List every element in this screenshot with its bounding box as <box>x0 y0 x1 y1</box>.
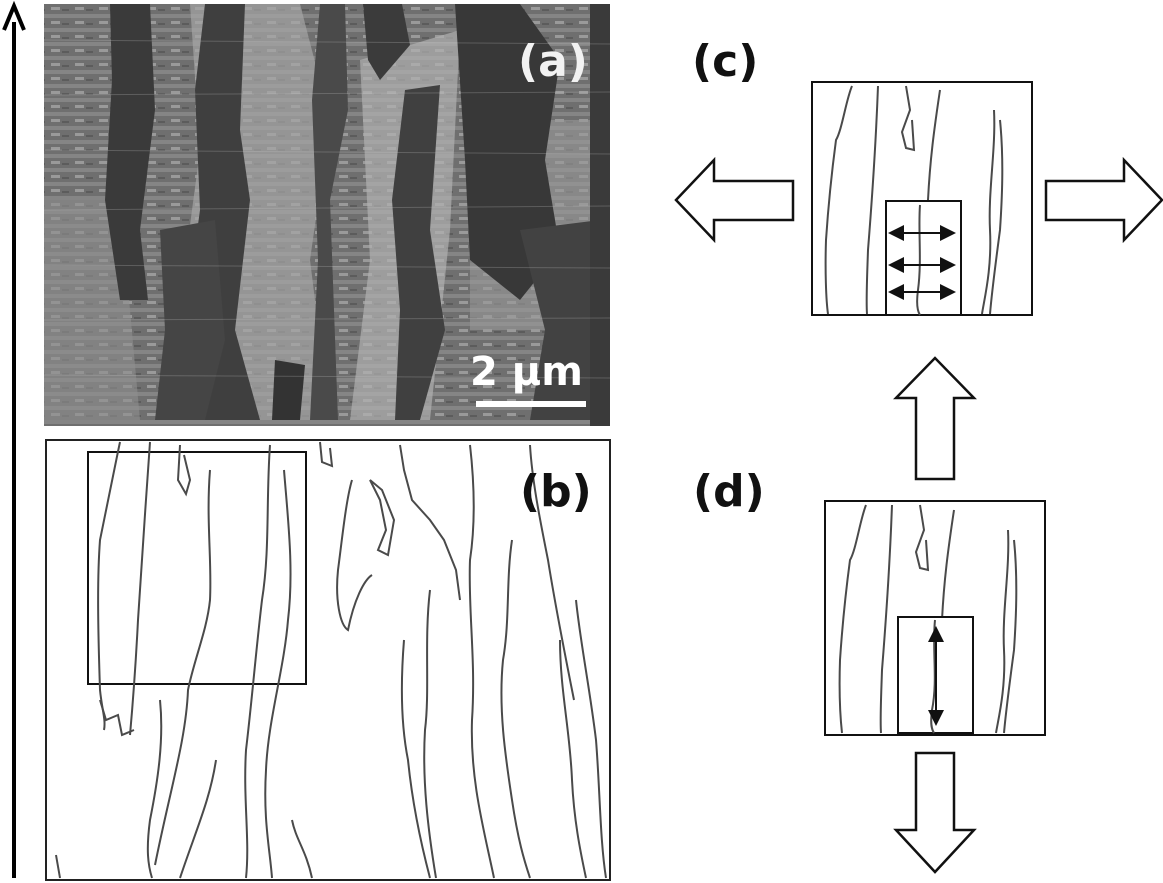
selection-box <box>87 451 307 685</box>
micrograph-panel-a <box>43 4 611 426</box>
panel-label-a: (a) <box>518 36 588 87</box>
schematic-panel-c <box>674 81 1163 316</box>
boundary-sketch-panel-b <box>45 439 611 881</box>
left-tension-arrow <box>674 156 795 244</box>
panel-label-b: (b) <box>520 466 592 517</box>
scale-bar <box>476 401 586 407</box>
upward-transition-arrow <box>893 356 977 481</box>
scale-bar-label: 2 μm <box>470 349 583 395</box>
panel-label-d: (d) <box>693 466 765 517</box>
panel-label-c: (c) <box>692 36 759 87</box>
downward-tension-arrow <box>893 751 977 874</box>
inset-box-c <box>885 200 962 316</box>
vertical-direction-arrow <box>2 0 26 878</box>
horizontal-strain-arrows <box>888 225 956 300</box>
right-tension-arrow <box>1044 156 1163 244</box>
schematic-panel-d <box>824 500 1046 736</box>
